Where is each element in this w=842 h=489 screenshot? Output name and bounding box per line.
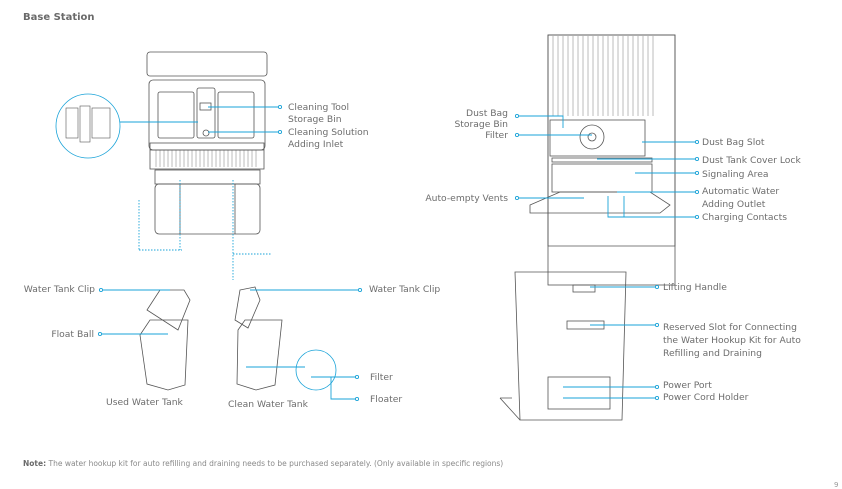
label-dust-bag: Dust Bag [466,108,508,119]
label-adding-inlet: Adding Inlet [288,139,344,150]
note-prefix: Note: [23,459,47,468]
label-dust-bag-slot: Dust Bag Slot [702,137,765,148]
label-water-tank-clip-left: Water Tank Clip [23,284,95,295]
label-cleaning-tool: Cleaning Tool [288,102,350,113]
label-power-port: Power Port [663,380,712,391]
label-automatic-water: Automatic Water [702,186,780,197]
clean-water-tank [234,286,337,391]
label-adding-outlet: Adding Outlet [702,199,766,210]
used-water-tank [139,289,191,391]
label-lifting-handle: Lifting Handle [663,282,727,293]
label-storage-bin-2: Storage Bin [454,119,508,130]
label-dust-tank-cover-lock: Dust Tank Cover Lock [702,155,801,166]
label-signaling-area: Signaling Area [702,169,769,180]
zoom-circle-storage [55,93,121,159]
label-clean-water-tank: Clean Water Tank [228,399,308,410]
label-filter-top: Filter [485,130,508,141]
label-storage-bin: Storage Bin [288,114,342,125]
label-auto-empty-vents: Auto-empty Vents [425,193,508,204]
label-used-water-tank: Used Water Tank [106,397,183,408]
footnote: Note: The water hookup kit for auto refi… [23,459,503,468]
label-power-cord-holder: Power Cord Holder [663,392,749,403]
label-reserved-slot-line2: the Water Hookup Kit for Auto [663,335,801,346]
label-charging-contacts: Charging Contacts [702,212,787,223]
label-float-ball: Float Ball [51,329,94,340]
label-floater: Floater [370,394,403,405]
page-number: 9 [834,481,839,489]
base-station-front-view [529,34,676,286]
label-reserved-slot-line1: Reserved Slot for Connecting [663,322,797,333]
section-title: Base Station [23,12,95,23]
note-text: The water hookup kit for auto refilling … [46,459,504,468]
label-cleaning-solution: Cleaning Solution [288,127,369,138]
label-reserved-slot-line3: Refilling and Draining [663,348,762,359]
base-station-top-view [146,51,268,235]
label-filter-tank: Filter [370,372,393,383]
label-water-tank-clip-right: Water Tank Clip [369,284,441,295]
